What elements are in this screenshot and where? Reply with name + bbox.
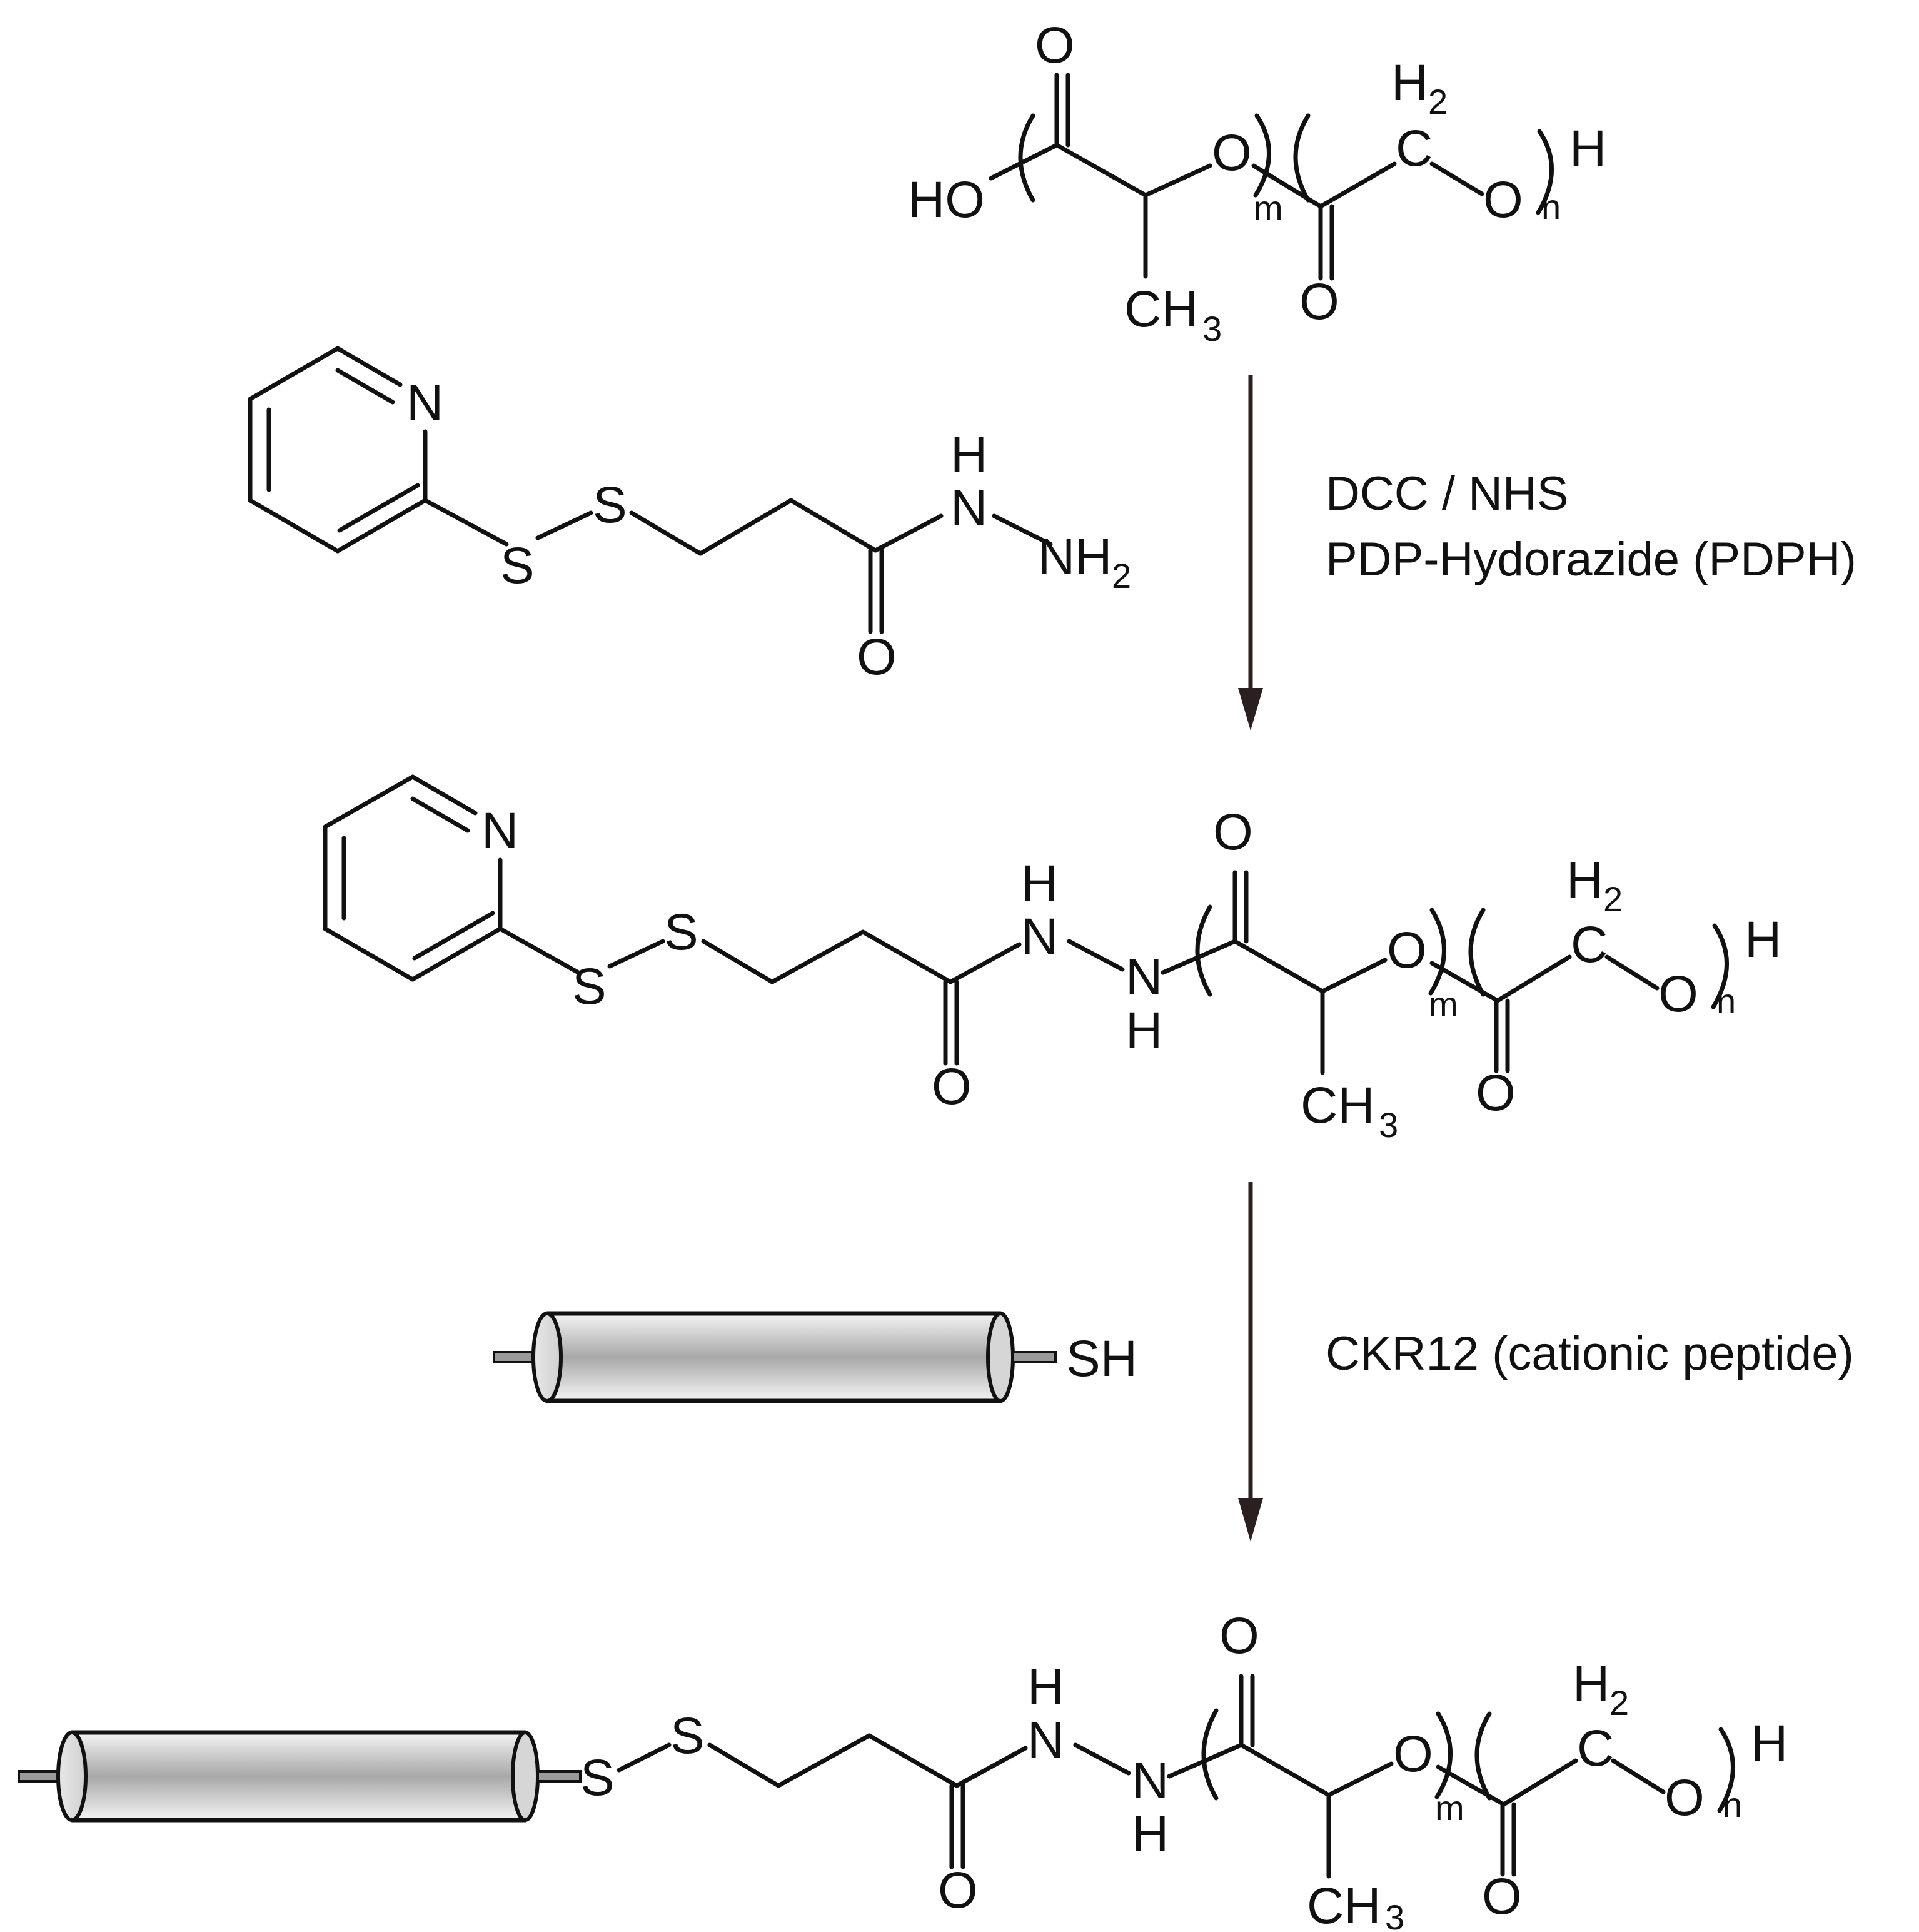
product-hydrazide-nitrogen-label: N [1027, 1712, 1064, 1769]
product-lactide-carbonyl-oxygen-label: O [1219, 1607, 1259, 1664]
carbonyl-oxygen-label: O [1035, 17, 1075, 74]
peptide-cylinder-product [18, 1730, 582, 1823]
sulfur-label-2: S [593, 477, 627, 534]
hydrazide-nitrogen-label: N [950, 480, 987, 537]
hydrazide-oxygen-label: O [932, 1058, 972, 1115]
methylene-subscript-2: 2 [1603, 879, 1623, 919]
product-methylene-carbon-label: C [1577, 1720, 1614, 1777]
lactide-ester-oxygen-label: O [1387, 922, 1427, 979]
peptide-cylinder [493, 1311, 1057, 1403]
product-methyl-label: CH [1307, 1878, 1381, 1932]
carbonyl-oxygen-label-2: O [1299, 273, 1339, 330]
product-amide-nitrogen-label: N [1132, 1752, 1169, 1809]
methyl-label: CH [1124, 281, 1198, 338]
repeat-m-label-2: m [1429, 984, 1458, 1024]
terminal-hydrogen-label-2: H [1745, 911, 1781, 968]
product-sulfur-label-2: S [670, 1707, 705, 1764]
product-methylene-h2-label: H [1573, 1656, 1609, 1712]
methylene-carbon-label-2: C [1571, 916, 1608, 973]
product-glycolide-carbonyl-oxygen-label: O [1482, 1868, 1522, 1925]
sulfur-label-3: S [572, 958, 607, 1015]
sulfur-label-4: S [664, 904, 698, 961]
product-lactide-ester-oxygen-label: O [1393, 1726, 1433, 1783]
nh2-label: NH [1038, 529, 1112, 585]
hydroxyl-label: HO [908, 171, 985, 228]
methylene-h2-label-2: H [1566, 852, 1603, 909]
step1-condition-line2: PDP-Hydorazide (PDPH) [1326, 533, 1856, 586]
nh2-subscript: 2 [1112, 556, 1131, 595]
pdp-plga-structure: N S S H N N H O O O m CH 3 O H 2 C O n H [323, 774, 1781, 1145]
step2-condition: CKR12 (cationic peptide) [1326, 1327, 1854, 1380]
sulfur-label-1: S [500, 537, 535, 594]
repeat-m-label: m [1254, 188, 1283, 228]
product-hydrazide-h-label: H [1027, 1659, 1064, 1716]
thiol-label: SH [1066, 1330, 1137, 1387]
pyridine-nitrogen-label: N [406, 375, 443, 432]
hydrazide-nitrogen-label-2: N [1021, 908, 1058, 965]
reaction-arrow-1 [1238, 375, 1263, 731]
methyl-label-2: CH [1301, 1077, 1374, 1134]
reaction-arrow-2 [1238, 1182, 1263, 1542]
hydrazide-h-label-2: H [1021, 855, 1058, 912]
product-methylene-subscript: 2 [1609, 1683, 1629, 1722]
hydrazide-h-label: H [950, 427, 987, 483]
lactide-carbonyl-oxygen-label: O [1213, 804, 1253, 861]
repeat-n-label: n [1541, 187, 1561, 226]
ester-oxygen-label: O [1212, 124, 1252, 181]
product-repeat-m-label: m [1435, 1788, 1464, 1828]
product-sulfur-label-1: S [580, 1749, 615, 1806]
glycolide-oxygen-label-2: O [1658, 966, 1698, 1023]
pyridine-nitrogen-label-2: N [481, 802, 518, 859]
product-terminal-hydrogen-label: H [1751, 1715, 1788, 1772]
methylene-h2-label: H [1391, 54, 1428, 111]
glycolide-carbonyl-oxygen-label: O [1476, 1065, 1516, 1121]
methylene-carbon-label: C [1396, 120, 1433, 177]
plga-structure: HO O O m CH 3 O H 2 C O n H [908, 17, 1606, 348]
methyl-subscript: 3 [1202, 309, 1222, 348]
glycolide-oxygen-label: O [1483, 171, 1523, 228]
product-glycolide-oxygen-label: O [1665, 1769, 1705, 1826]
step1-condition-line1: DCC / NHS [1326, 467, 1568, 520]
methylene-subscript: 2 [1428, 82, 1448, 121]
methyl-subscript-2: 3 [1379, 1105, 1398, 1145]
conjugate-structure: S S H N N H O O O m CH 3 O H 2 C O n H [580, 1607, 1788, 1932]
pdph-structure: N S S H N NH 2 O [248, 346, 1131, 685]
repeat-n-label-2: n [1716, 981, 1736, 1021]
terminal-hydrogen-label: H [1569, 120, 1606, 177]
product-repeat-n-label: n [1723, 1785, 1742, 1824]
pdph-carbonyl-oxygen-label: O [857, 629, 897, 685]
product-amide-h-label: H [1132, 1806, 1169, 1863]
product-hydrazide-oxygen-label: O [938, 1862, 978, 1919]
product-methyl-subscript: 3 [1385, 1898, 1404, 1932]
amide-nitrogen-label: N [1126, 949, 1162, 1006]
amide-h-label: H [1126, 1002, 1162, 1059]
